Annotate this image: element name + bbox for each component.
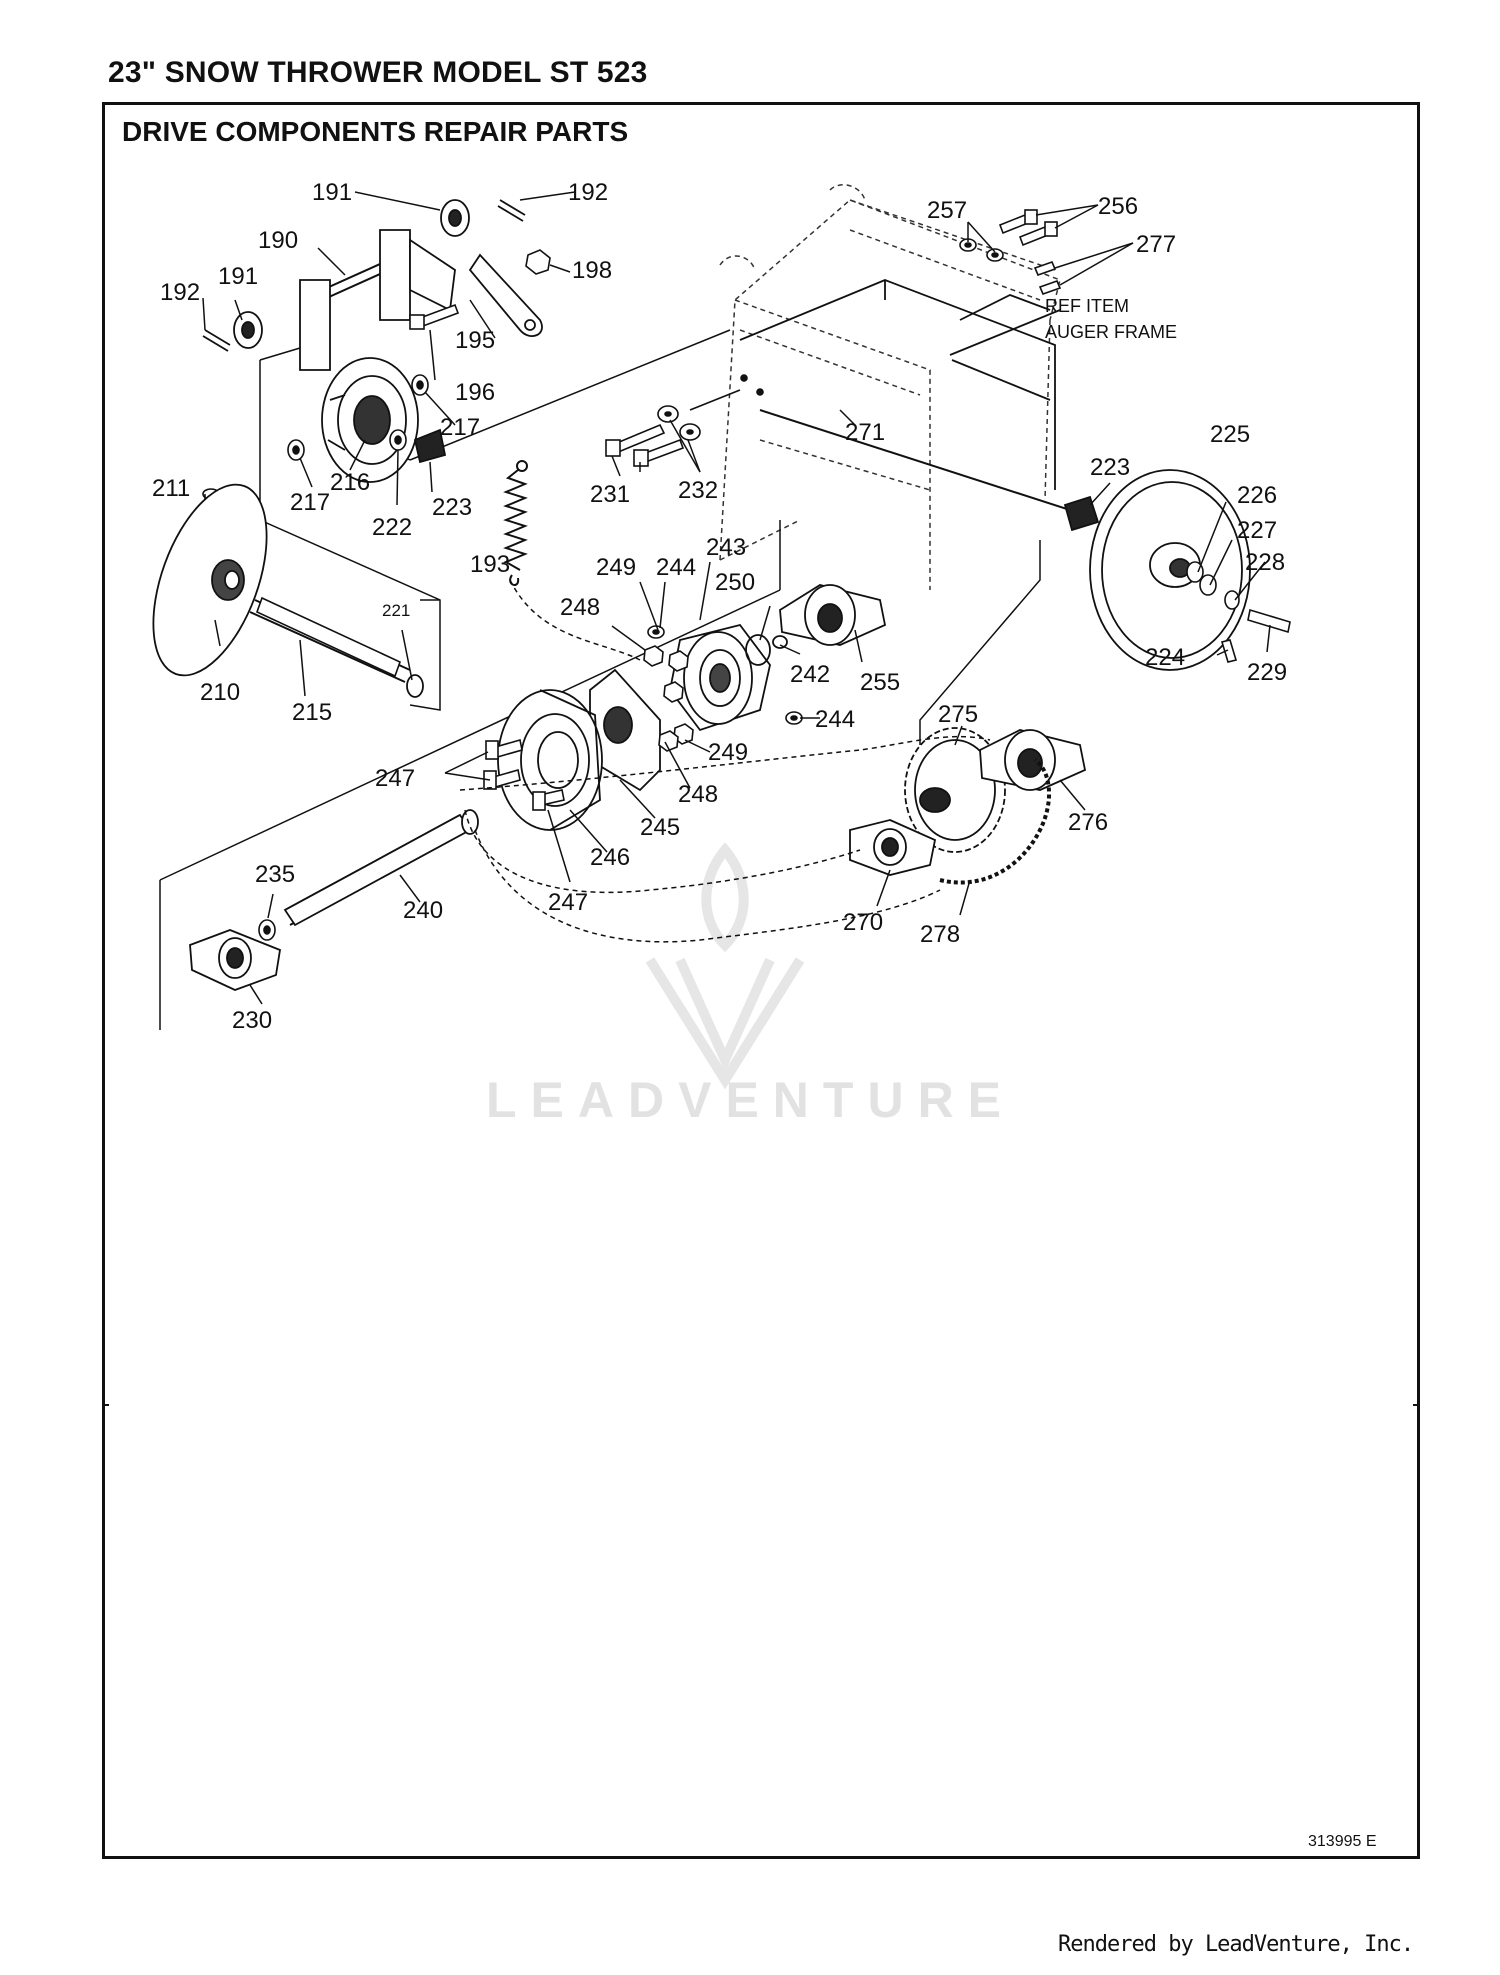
lever-bracket [468, 253, 543, 337]
chassis-frame-outline [719, 184, 1061, 590]
callout-270: 270 [843, 909, 883, 936]
callout-229: 229 [1247, 659, 1287, 686]
callout-277: 277 [1136, 231, 1176, 258]
callout-198: 198 [572, 257, 612, 284]
callout-232: 232 [678, 477, 718, 504]
callout-256: 256 [1098, 193, 1138, 220]
callout-191: 191 [218, 263, 258, 290]
friction-disc [152, 483, 268, 677]
callout-193: 193 [470, 551, 510, 578]
callout-216: 216 [330, 469, 370, 496]
callout-192: 192 [160, 279, 200, 306]
callout-244: 244 [815, 706, 855, 733]
callout-217: 217 [440, 414, 480, 441]
carriage-bolts-247 [483, 738, 565, 811]
small-hardware [409, 249, 551, 330]
callout-224: 224 [1145, 644, 1185, 671]
bolts-and-washers-231-232 [605, 374, 764, 467]
callout-195: 195 [455, 327, 495, 354]
washers [287, 374, 429, 461]
callout-271: 271 [845, 419, 885, 446]
callout-248: 248 [560, 594, 600, 621]
hex-shaft [256, 596, 401, 678]
bearing-230 [189, 929, 282, 991]
watermark-brand-text: LEADVENTURE [486, 1072, 1016, 1128]
drive-plate [497, 689, 603, 831]
retaining-ring-242 [745, 634, 788, 666]
callout-249: 249 [596, 554, 636, 581]
pulley [1089, 469, 1251, 671]
snap-ring [406, 674, 424, 698]
callout-191: 191 [312, 179, 352, 206]
callout-278: 278 [920, 921, 960, 948]
spacer-left [413, 428, 447, 464]
page-title: 23" SNOW THROWER MODEL ST 523 [108, 56, 648, 89]
callout-190: 190 [258, 227, 298, 254]
callout-243: 243 [706, 534, 746, 561]
callout-226: 226 [1237, 482, 1277, 509]
drive-chain [939, 758, 1052, 885]
bearing-270 [849, 819, 937, 876]
callout-248: 248 [678, 781, 718, 808]
drive-path-dashed [459, 579, 991, 943]
main-frame-outline [739, 279, 1061, 490]
callout-215: 215 [292, 699, 332, 726]
callout-240: 240 [403, 897, 443, 924]
callout-235: 235 [255, 861, 295, 888]
document-number: 313995 E [1308, 1833, 1377, 1850]
callout-242: 242 [790, 661, 830, 688]
spacer-right [1063, 495, 1100, 532]
ref-item-note-line1: REF ITEM [1045, 296, 1129, 316]
callout-221: 221 [382, 601, 410, 620]
diagram-frame [102, 102, 1420, 1859]
watermark-logo [645, 842, 805, 1090]
callout-247: 247 [548, 889, 588, 916]
callout-228: 228 [1245, 549, 1285, 576]
axle-shaft [283, 809, 479, 927]
callout-276: 276 [1068, 809, 1108, 836]
callout-257: 257 [927, 197, 967, 224]
cotter-pins [202, 199, 526, 352]
flange-bearing-255 [779, 584, 887, 646]
shift-lever-arm [299, 229, 456, 371]
callout-275: 275 [938, 701, 978, 728]
callout-211: 211 [152, 475, 190, 502]
extension-spring [503, 460, 528, 586]
callout-217: 217 [290, 489, 330, 516]
callout-210: 210 [200, 679, 240, 706]
callout-labels: 191 192 190 198 192 191 195 196 217 217 … [152, 179, 1287, 1034]
callout-196: 196 [455, 379, 495, 406]
pulley-hardware [1186, 561, 1291, 663]
callout-192: 192 [568, 179, 608, 206]
callout-249: 249 [708, 739, 748, 766]
footer-credit: Rendered by LeadVenture, Inc. [1058, 1932, 1414, 1957]
callout-246: 246 [590, 844, 630, 871]
washer-235 [258, 919, 276, 941]
friction-wheel-hub [321, 357, 419, 483]
callout-247: 247 [375, 765, 415, 792]
ref-item-note-line2: AUGER FRAME [1045, 322, 1177, 342]
callout-244: 244 [656, 554, 696, 581]
callout-223: 223 [432, 494, 472, 521]
leader-lines [202, 191, 1271, 1005]
section-title: DRIVE COMPONENTS REPAIR PARTS [122, 116, 629, 147]
callout-231: 231 [590, 481, 630, 508]
callout-230: 230 [232, 1007, 272, 1034]
callout-223: 223 [1090, 454, 1130, 481]
callout-222: 222 [372, 514, 412, 541]
callout-250: 250 [715, 569, 755, 596]
callout-245: 245 [640, 814, 680, 841]
bearing-flange [669, 623, 771, 732]
bushings [233, 199, 470, 349]
callout-255: 255 [860, 669, 900, 696]
screws-256-277 [959, 209, 1062, 296]
callout-227: 227 [1237, 517, 1277, 544]
flange-bearing-276 [979, 729, 1087, 791]
callout-225: 225 [1210, 421, 1250, 448]
